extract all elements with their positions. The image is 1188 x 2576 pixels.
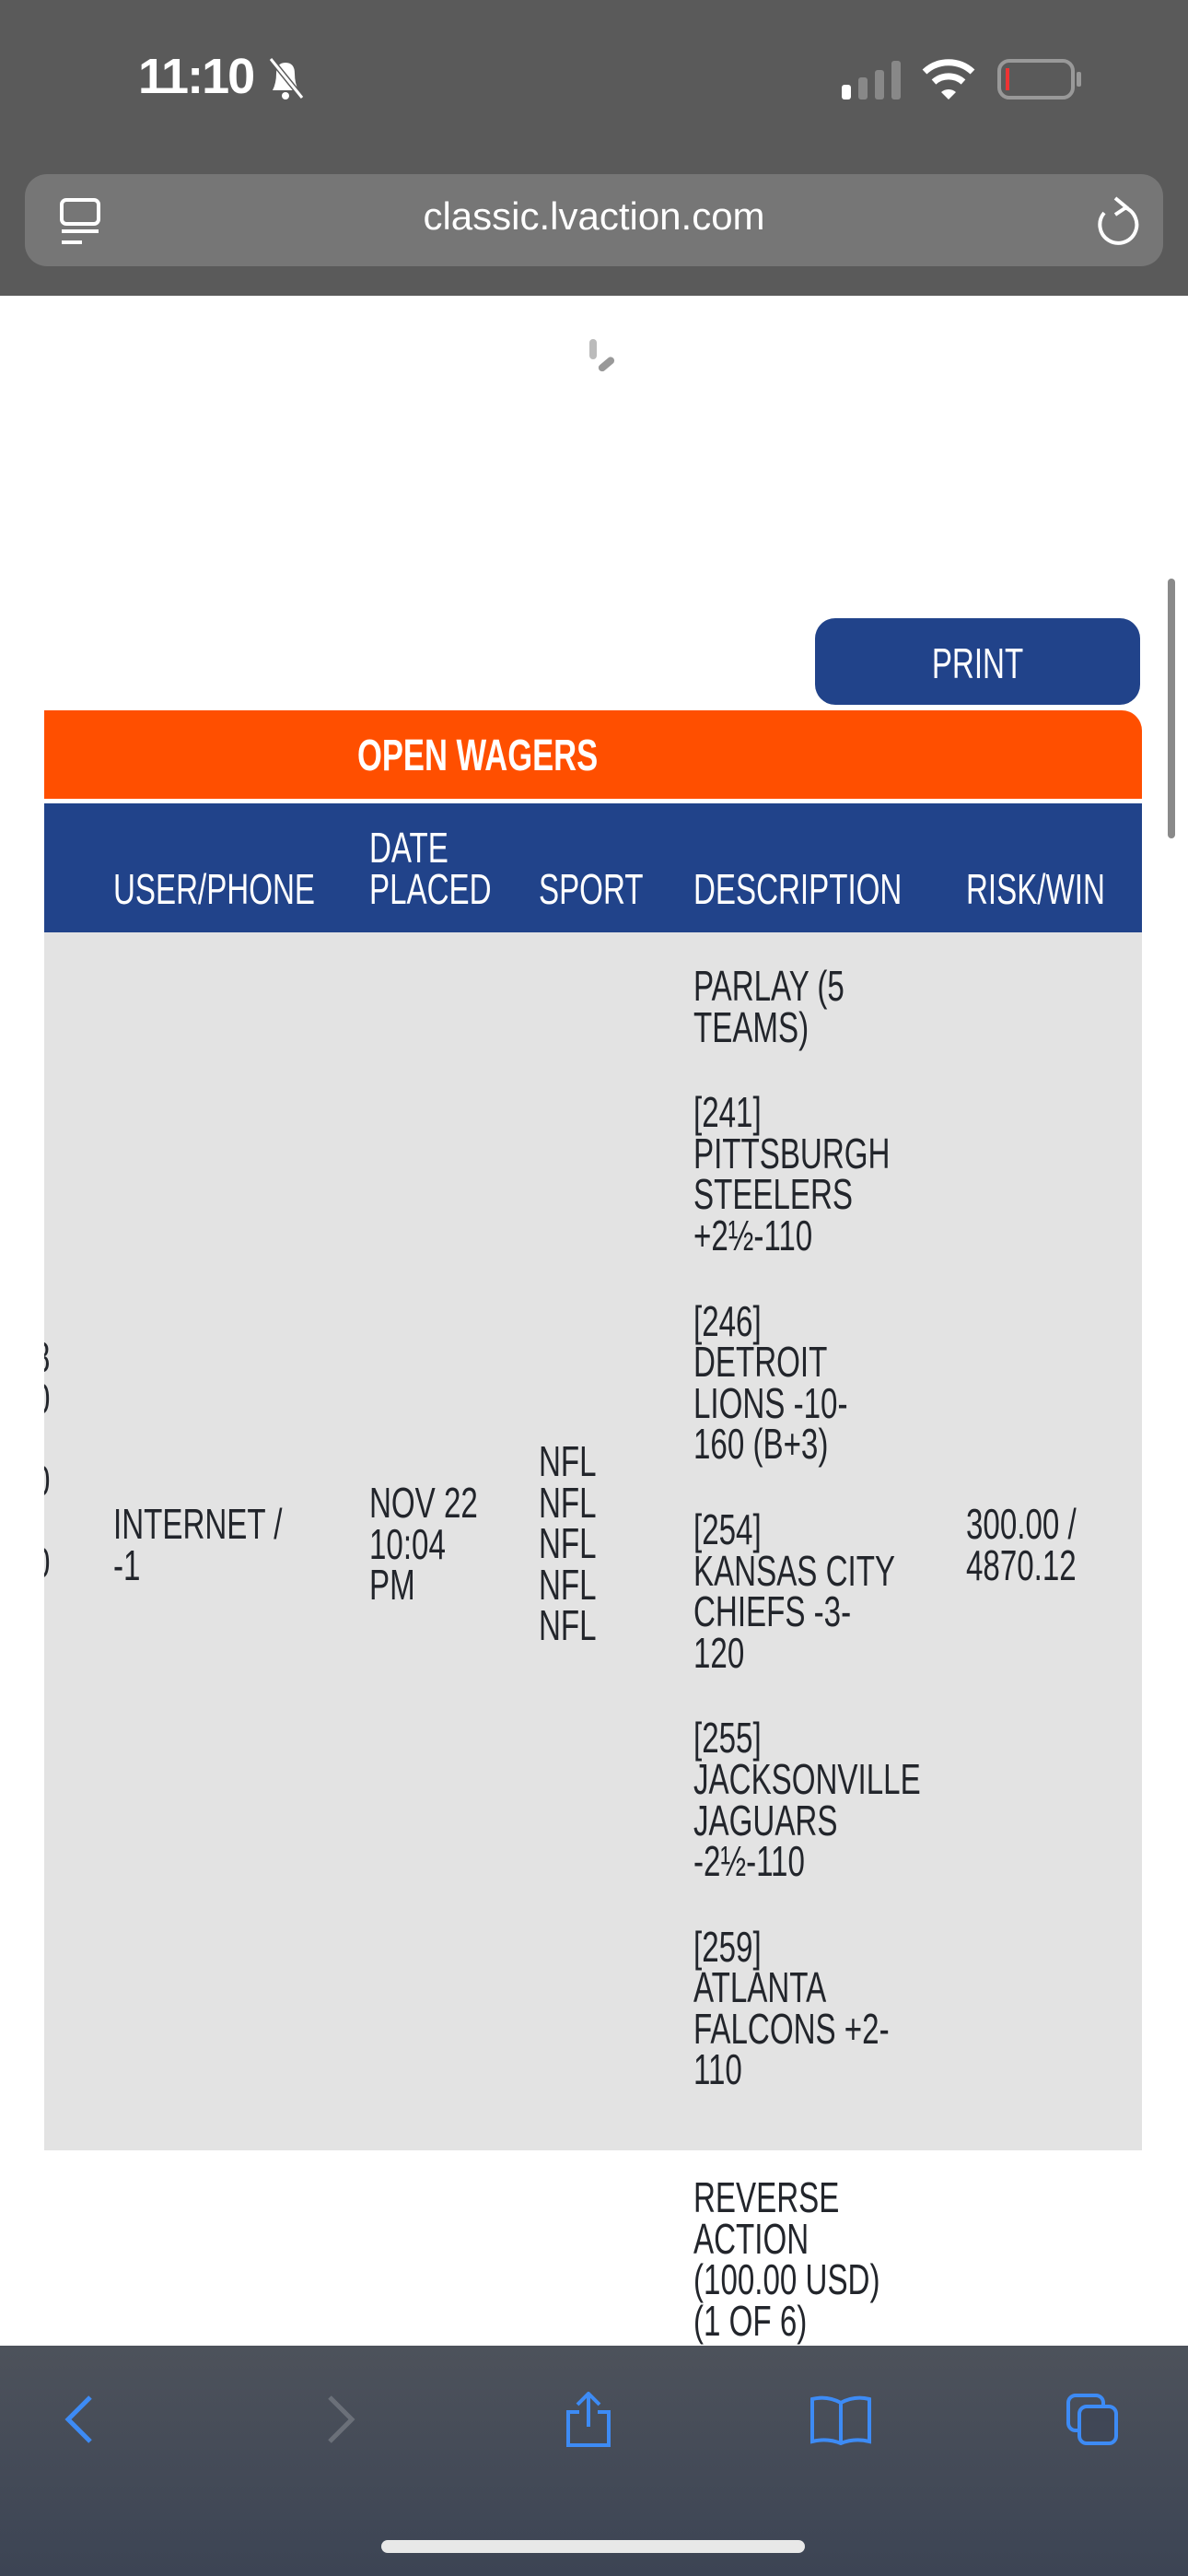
description-line: -2½-110 xyxy=(693,1837,805,1886)
signal-icon xyxy=(842,61,901,100)
description-line: (100.00 USD) xyxy=(693,2255,880,2304)
cut-column-line: 0 xyxy=(44,1459,55,1502)
cut-column-line: 0 xyxy=(44,1377,55,1420)
url-text[interactable]: classic.lvaction.com xyxy=(423,194,765,238)
sport-line: NFL xyxy=(539,1437,597,1485)
user-line: -1 xyxy=(113,1540,141,1589)
sport-line: NFL xyxy=(539,1560,597,1609)
sport-line: NFL xyxy=(539,1601,597,1650)
description-line: JACKSONVILLE xyxy=(693,1754,921,1803)
sport-line: NFL xyxy=(539,1519,597,1568)
description-line: ACTION xyxy=(693,2214,809,2263)
description-line: FALCONS +2- xyxy=(693,2004,890,2053)
description-line: TEAMS) xyxy=(693,1002,809,1051)
reload-icon[interactable] xyxy=(1091,194,1143,250)
browser-toolbar xyxy=(0,2346,1188,2576)
status-time: 11:10 xyxy=(138,49,255,104)
home-indicator[interactable] xyxy=(381,2540,805,2553)
user-cell: INTERNET /-1 xyxy=(113,1500,348,1589)
tabs-icon[interactable] xyxy=(1065,2392,1120,2447)
date-line: NOV 22 xyxy=(369,1479,478,1527)
description-line: REVERSE xyxy=(693,2173,840,2221)
risk-win-line: 4870.12 xyxy=(966,1540,1077,1589)
description-line: [259] xyxy=(693,1922,762,1971)
user-line: INTERNET / xyxy=(113,1500,283,1548)
cut-column-line xyxy=(44,1419,55,1460)
description-line: JAGUARS xyxy=(693,1796,838,1844)
description-line: [241] xyxy=(693,1088,762,1137)
section-title: OPEN WAGERS xyxy=(357,732,599,780)
description-line: PITTSBURGH xyxy=(693,1129,891,1177)
cut-column-line: 8 xyxy=(44,1337,55,1378)
status-bar: 11:10 classic.lvaction.com xyxy=(0,0,1188,296)
silent-bell-icon xyxy=(268,57,305,100)
description-line: DETROIT xyxy=(693,1338,828,1387)
share-icon[interactable] xyxy=(561,2392,616,2447)
col-date-line1: DATE xyxy=(369,824,448,872)
description-line: LIONS -10- xyxy=(693,1378,848,1427)
risk-win-line: 300.00 / xyxy=(966,1500,1077,1548)
table-header: USER/PHONE DATE PLACED SPORT DESCRIPTION… xyxy=(44,803,1142,932)
cut-column-line xyxy=(44,1501,55,1542)
description-line: 110 xyxy=(693,2045,742,2094)
cut-column-line: 0 xyxy=(44,1541,55,1583)
loading-spinner-icon xyxy=(589,339,615,372)
open-wagers-header: OPEN WAGERS xyxy=(44,710,1142,799)
sport-line: NFL xyxy=(539,1478,597,1527)
print-button[interactable]: PRINT xyxy=(815,618,1140,705)
description-line: STEELERS xyxy=(693,1170,854,1219)
col-sport: SPORT xyxy=(539,865,644,913)
forward-icon[interactable] xyxy=(309,2392,365,2447)
description-line: 120 xyxy=(693,1628,745,1677)
risk-win-cell: 300.00 /4870.12 xyxy=(966,1500,1119,1589)
date-line: PM xyxy=(369,1561,415,1610)
description-line: 160 (B+3) xyxy=(693,1420,829,1469)
col-description: DESCRIPTION xyxy=(693,865,903,913)
description-line: KANSAS CITY xyxy=(693,1546,896,1595)
date-line: 10:04 xyxy=(369,1519,446,1568)
address-bar[interactable]: classic.lvaction.com xyxy=(25,174,1163,266)
back-icon[interactable] xyxy=(55,2392,111,2447)
description-line: [255] xyxy=(693,1714,762,1762)
battery-icon xyxy=(997,59,1081,100)
description-line: ATLANTA xyxy=(693,1963,827,2012)
col-date-line2: PLACED xyxy=(369,865,492,913)
col-risk-win: RISK/WIN xyxy=(966,865,1105,913)
table-row xyxy=(44,932,1142,2150)
description-line: PARLAY (5 xyxy=(693,962,844,1010)
description-line: [246] xyxy=(693,1296,762,1345)
description-line: (1 OF 6) xyxy=(693,2296,808,2345)
wifi-icon xyxy=(922,59,975,100)
page-menu-icon[interactable] xyxy=(58,196,102,248)
col-user-phone: USER/PHONE xyxy=(113,865,316,913)
description-line: CHIEFS -3- xyxy=(693,1587,852,1636)
description-line: +2½-110 xyxy=(693,1211,813,1259)
bookmarks-icon[interactable] xyxy=(809,2392,873,2447)
cut-column-cell: 8000 xyxy=(44,1337,64,1584)
description-line: [254] xyxy=(693,1505,762,1553)
print-label: PRINT xyxy=(931,639,1024,687)
scrollbar[interactable] xyxy=(1168,579,1175,838)
